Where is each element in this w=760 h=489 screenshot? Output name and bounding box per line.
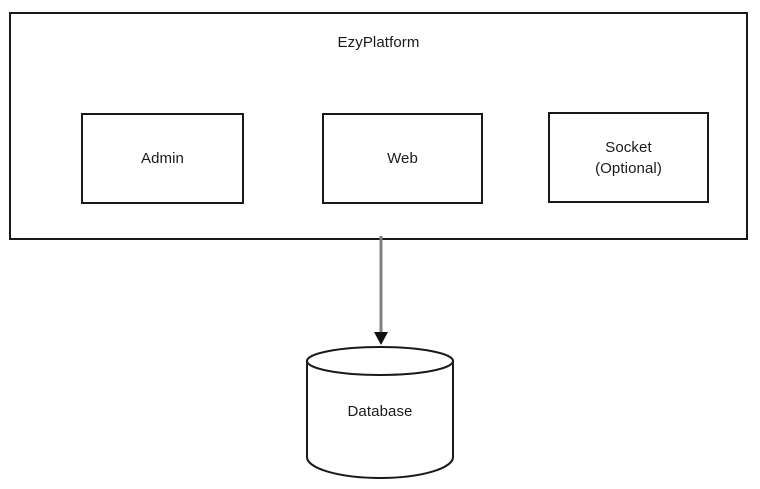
connector-arrow-platform-to-database (374, 236, 388, 345)
platform-title: EzyPlatform (337, 34, 420, 51)
database-cylinder[interactable] (300, 340, 460, 485)
component-label-admin: Admin (140, 150, 185, 167)
cylinder-body (306, 360, 454, 479)
platform-container[interactable]: EzyPlatform Admin Web Socket (Optional) (9, 12, 748, 240)
component-label-web: Web (387, 150, 418, 167)
component-label-socket: Socket (Optional) (595, 138, 662, 177)
database-label: Database (347, 403, 413, 420)
component-box-web[interactable]: Web (322, 113, 483, 204)
cylinder-top-ellipse (306, 346, 454, 376)
component-box-admin[interactable]: Admin (81, 113, 244, 204)
component-box-socket[interactable]: Socket (Optional) (548, 112, 709, 203)
